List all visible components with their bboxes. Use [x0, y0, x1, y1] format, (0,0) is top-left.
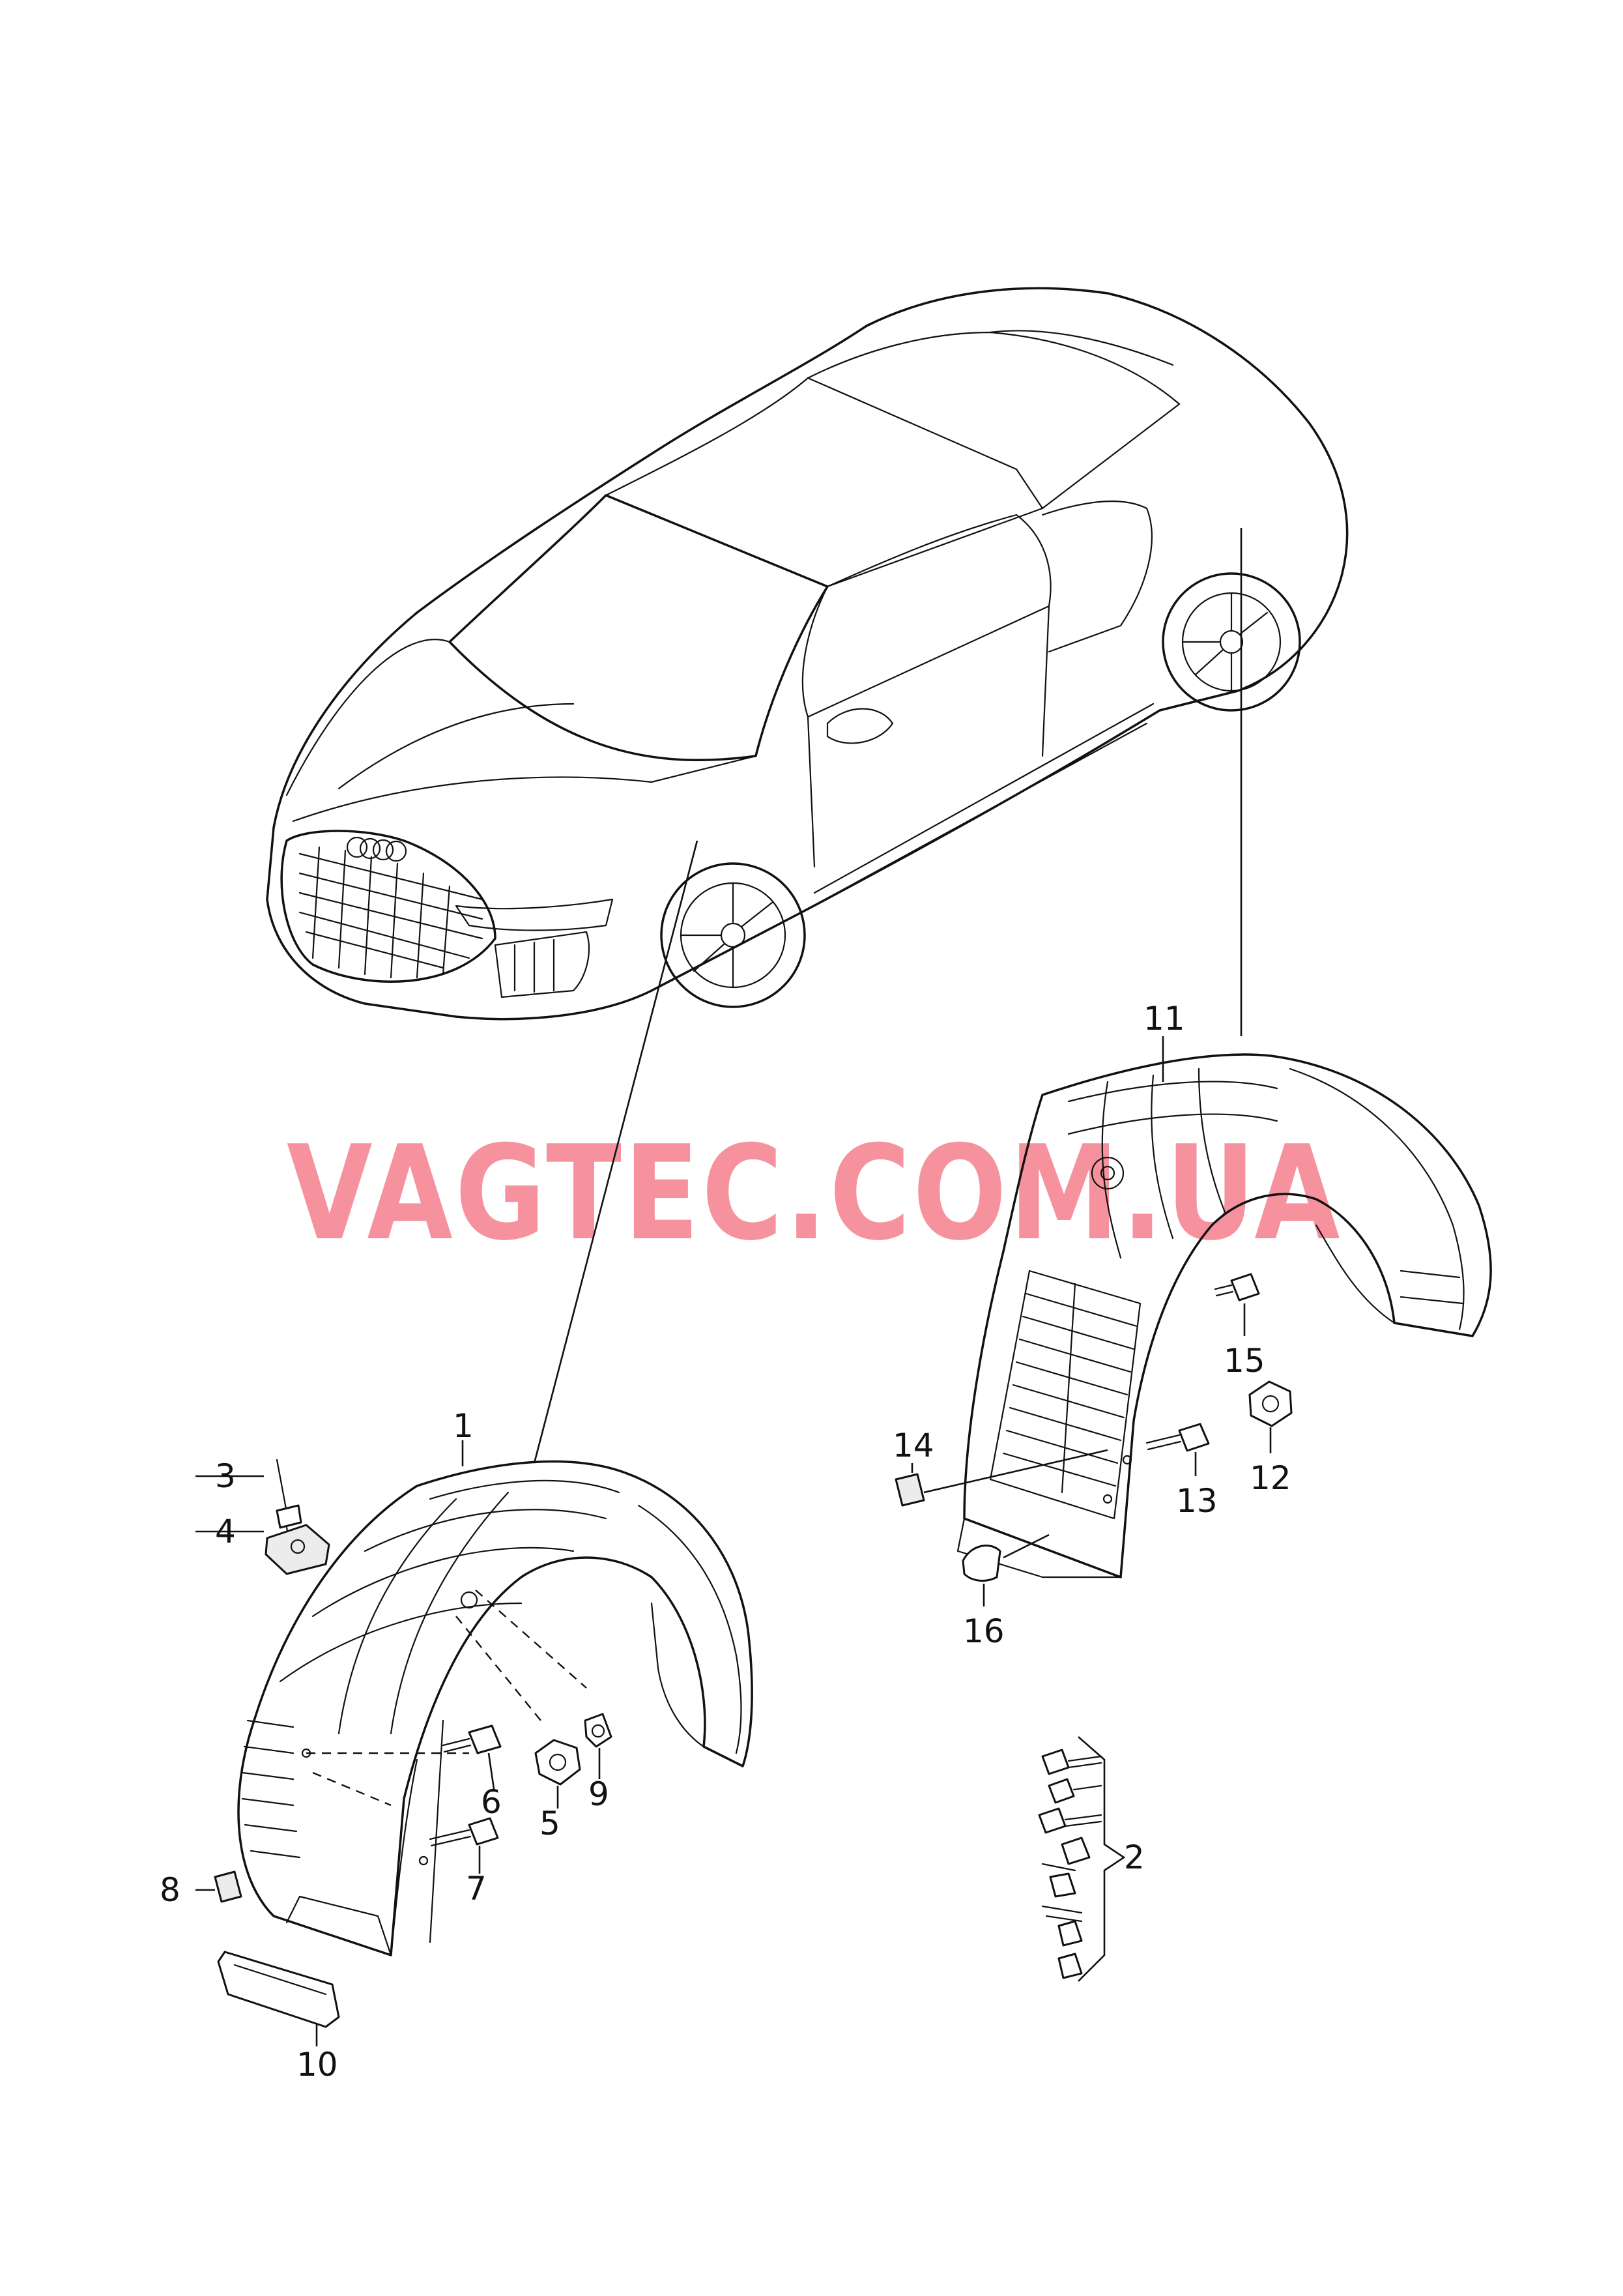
fastener-kit-2: [1038, 1736, 1126, 1982]
callout-6: 6: [481, 1783, 502, 1821]
rear-wheel: [1162, 572, 1301, 712]
callout-12: 12: [1250, 1459, 1291, 1497]
fastener-6-screw: [442, 1724, 502, 1754]
callout-9: 9: [588, 1775, 609, 1813]
fastener-14-clip: [895, 1473, 925, 1507]
rear-liner-grating: [989, 1270, 1142, 1520]
audi-logo: [346, 836, 407, 862]
watermark: VAGTEC.COM.UA: [287, 1118, 1342, 1270]
rear-wheel-housing-liner: [956, 1053, 1492, 1578]
callout-3: 3: [215, 1457, 236, 1495]
fastener-7-screw: [429, 1817, 499, 1847]
front-wheel: [660, 862, 806, 1008]
fastener-9-clip: [584, 1713, 612, 1748]
leader-front-liner: [533, 840, 698, 1464]
callout-15: 15: [1224, 1342, 1265, 1380]
bracket-10: [217, 1951, 340, 2028]
front-wheel-housing-liner: [237, 1460, 753, 1956]
callout-1: 1: [453, 1407, 474, 1445]
callout-8: 8: [160, 1871, 180, 1909]
callout-10: 10: [296, 2046, 338, 2084]
fastener-5-nut: [534, 1739, 581, 1786]
callout-2: 2: [1124, 1838, 1145, 1876]
fastener-4-nut: [265, 1524, 330, 1575]
fastener-16-clip: [962, 1545, 1001, 1582]
fastener-12-nut: [1248, 1380, 1293, 1427]
callouts: 1 2 3 4 5 6 7 8 9 10 11 12 13 14 15 16: [160, 1000, 1291, 2084]
fastener-13-screw: [1145, 1423, 1210, 1452]
callout-14: 14: [893, 1427, 934, 1464]
fastener-3-rivet: [276, 1459, 302, 1541]
fastener-8-clip: [214, 1870, 242, 1903]
fastener-15-screw: [1214, 1273, 1260, 1301]
callout-7: 7: [466, 1870, 487, 1908]
car-illustration: [266, 287, 1349, 1021]
callout-5: 5: [539, 1805, 560, 1842]
callout-4: 4: [215, 1513, 236, 1550]
grille: [298, 846, 483, 979]
callout-13: 13: [1176, 1482, 1218, 1520]
callout-16: 16: [963, 1612, 1005, 1650]
callout-11: 11: [1143, 1000, 1185, 1038]
